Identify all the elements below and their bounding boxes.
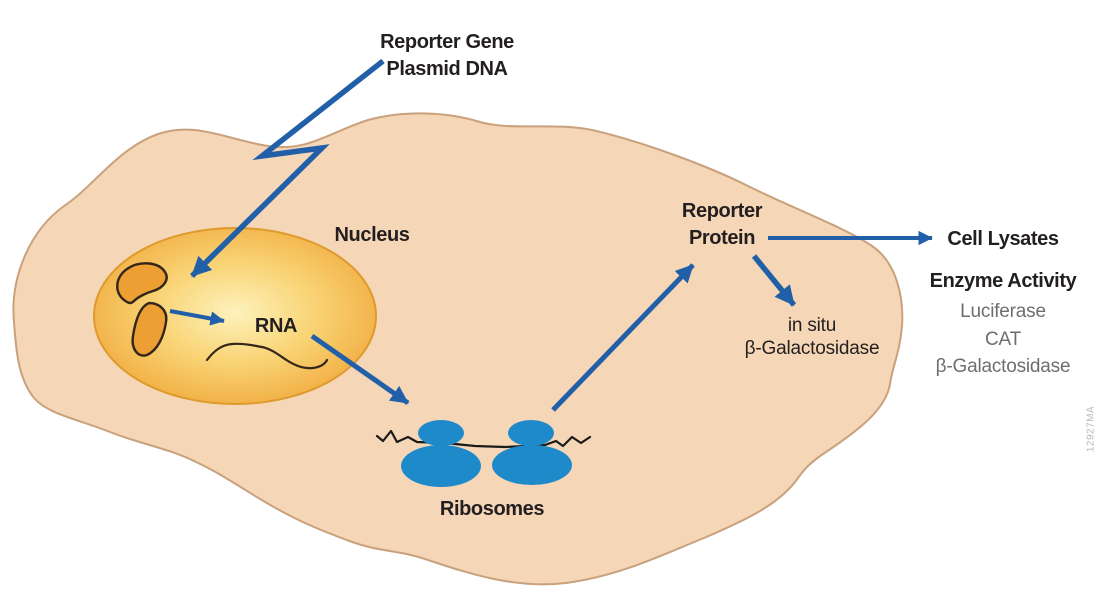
nucleus-shape [93,227,377,405]
enzyme-luciferase-label: Luciferase [960,301,1046,322]
reporter-line: Reporter [681,200,763,222]
reporter-protein-label: Reporter Protein [681,198,763,252]
translation-arrow [551,263,695,412]
plasmid-dna-line: Plasmid DNA [386,58,508,80]
rna-label: RNA [254,315,298,337]
beta-gal-in-situ-line: β-Galactosidase [744,338,880,359]
plasmid-dna-shape [116,262,168,305]
transcription-arrow [169,309,225,326]
enzyme-activity-label: Enzyme Activity [929,270,1077,292]
figure-id-watermark: 12927MA [1085,405,1097,453]
reporter-gene-plasmid-label: Reporter Gene Plasmid DNA [380,29,514,83]
nucleus-label: Nucleus [334,224,410,246]
plasmid-dna-shape [131,301,168,357]
cell-lysates-label: Cell Lysates [947,228,1059,250]
enzyme-cat-label: CAT [985,329,1021,350]
in-situ-label: in situ β-Galactosidase [745,314,880,360]
ribosomes-label: Ribosomes [439,498,545,520]
ribosome-shapes [401,420,572,487]
in-situ-line: in situ [787,315,837,336]
rna-export-arrow [310,333,410,406]
in-situ-arrow [751,254,797,307]
reporter-gene-line: Reporter Gene [380,31,514,53]
mrna-strand [375,429,592,449]
enzyme-beta-galactosidase-label: β-Galactosidase [935,356,1071,377]
rna-squiggle [205,342,329,370]
protein-line: Protein [688,227,756,249]
zigzag-transfection-arrow [190,58,385,278]
